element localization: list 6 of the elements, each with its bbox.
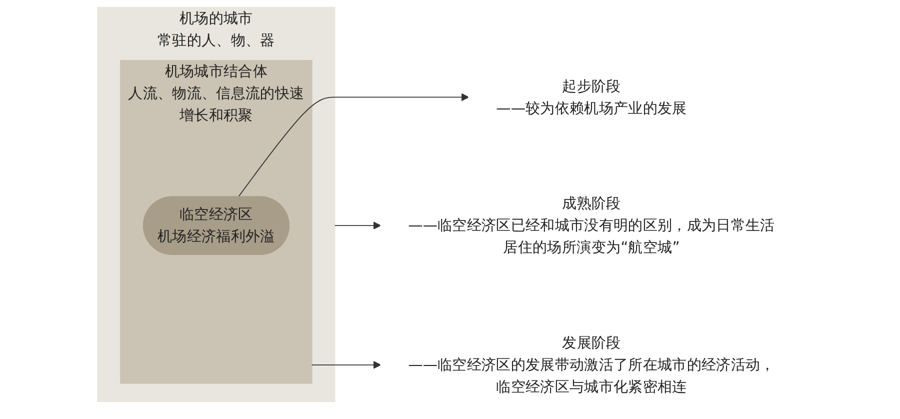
arrow	[311, 360, 382, 369]
node-text: 起步阶段 ——较为依赖机场产业的发展	[496, 77, 687, 116]
arrow	[334, 222, 382, 230]
node-text: 发展阶段 ——临空经济区的发展带动激活了所在城市的经济活动，临空经济区与城市化紧密相连	[408, 334, 775, 396]
node-text: 成熟阶段 ——临空经济区已经和城市没有明的区别，成为日常生活居住的场所演变为“航空城”	[408, 194, 775, 256]
arrow	[238, 93, 470, 198]
